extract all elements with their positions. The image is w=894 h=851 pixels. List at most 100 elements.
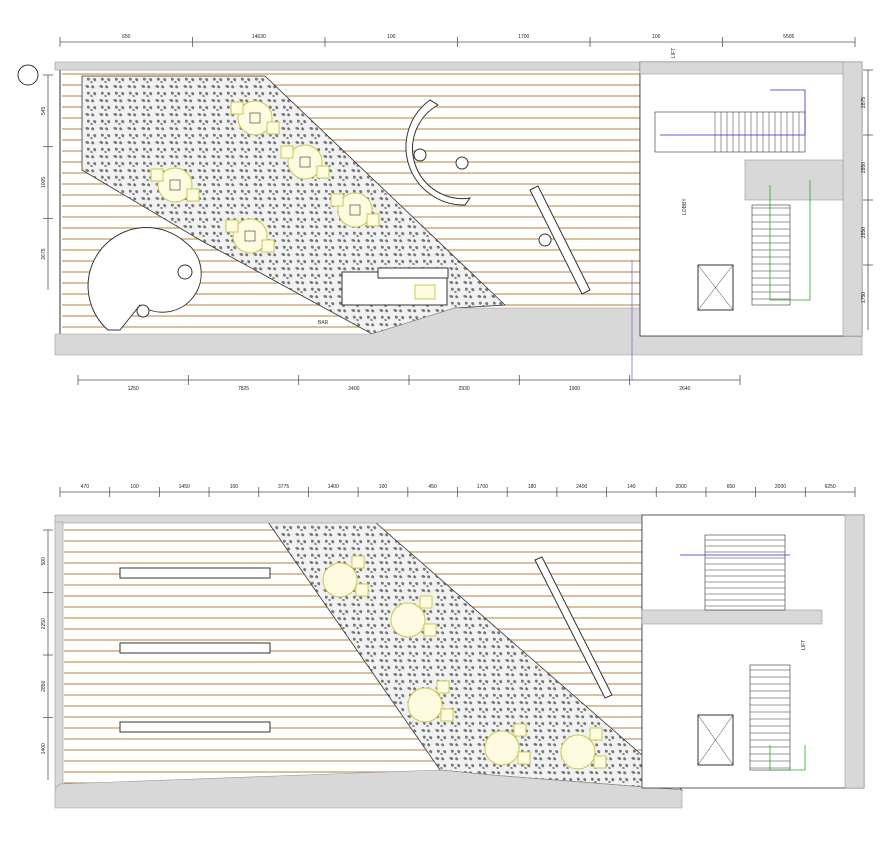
stair-arrow-green (769, 180, 811, 301)
dimension-label: 5505 (783, 34, 794, 40)
dimension-label: 2675 (41, 248, 47, 259)
table (157, 167, 193, 203)
table (322, 562, 358, 598)
dimension-label: 7825 (238, 386, 249, 392)
dimension-label: 100 (379, 484, 388, 490)
dimension-label: 650 (122, 34, 131, 40)
dimension-label: 140 (627, 484, 636, 490)
core-wall-right (844, 514, 865, 789)
stair-flight (704, 534, 786, 611)
bar-label: BAR (318, 320, 329, 326)
stair-flight (654, 111, 806, 153)
table-base (249, 112, 261, 124)
chair (280, 145, 294, 159)
table-base (169, 179, 181, 191)
dimension-label: 450 (428, 484, 437, 490)
dimension-label: 500 (41, 557, 47, 566)
dimension-label: 1400 (41, 743, 47, 754)
dimension-label: 2400 (348, 386, 359, 392)
dining-tables (322, 555, 607, 770)
dimension-label: 1400 (328, 484, 339, 490)
dimension-label: 2400 (576, 484, 587, 490)
dimension-label: 6250 (825, 484, 836, 490)
stair-treads (714, 112, 800, 152)
stool (136, 304, 150, 318)
chair (261, 239, 275, 253)
bar-fixture (414, 284, 436, 300)
stair-arrow-green (769, 745, 806, 771)
chair (330, 193, 344, 207)
chair (225, 219, 239, 233)
dimension-label: 2000 (676, 484, 687, 490)
lobby-label: LOBBY (682, 198, 688, 215)
stair-flight-2 (751, 204, 791, 306)
dimension-label: 1700 (477, 484, 488, 490)
curved-bench-2 (405, 99, 472, 206)
table (407, 687, 443, 723)
chair (355, 583, 369, 597)
stool (177, 264, 193, 280)
dimension-label: 2640 (679, 386, 690, 392)
table (390, 602, 426, 638)
table-base (244, 230, 256, 242)
dimension-label: 100 (387, 34, 396, 40)
core-wall-mid (744, 159, 844, 201)
table (232, 218, 268, 254)
table-base (299, 156, 311, 168)
dimension-label: 470 (81, 484, 90, 490)
stool (413, 148, 427, 162)
table (287, 144, 323, 180)
stair-treads-2 (750, 669, 790, 769)
lower-top-wall (54, 514, 646, 524)
dimension-label: 2875 (861, 97, 867, 108)
dimension-label: 2930 (459, 386, 470, 392)
chair (513, 723, 527, 737)
stool (455, 156, 469, 170)
dimension-label: 1005 (41, 177, 47, 188)
dimension-label: 650 (727, 484, 736, 490)
chair (266, 121, 280, 135)
dimension-label: 100 (230, 484, 239, 490)
dimension-label: 180 (528, 484, 537, 490)
upper-top-wall (54, 61, 641, 71)
lower-bottom-wall (54, 769, 683, 809)
dimension-label: 1750 (861, 292, 867, 303)
core-wall-right (842, 61, 863, 337)
lower-left-wall (54, 521, 64, 788)
bench-1 (119, 567, 271, 579)
chair (186, 188, 200, 202)
table (337, 192, 373, 228)
chair (419, 595, 433, 609)
chair (423, 623, 437, 637)
chair (593, 755, 607, 769)
dimension-label: 100 (652, 34, 661, 40)
table (560, 734, 596, 770)
lift-label: LIFT (801, 640, 807, 650)
table (237, 100, 273, 136)
diagonal-counter (534, 556, 613, 699)
dimension-label: 2250 (41, 618, 47, 629)
dimension-label: 545 (41, 106, 47, 115)
stool (538, 233, 552, 247)
chair (230, 101, 244, 115)
dimension-label: 2850 (861, 162, 867, 173)
table (484, 730, 520, 766)
chair (517, 751, 531, 765)
chair (589, 727, 603, 741)
dimension-label: 14630 (252, 34, 266, 40)
bench-3 (119, 721, 271, 733)
core-wall-mid (641, 609, 823, 625)
table-base (349, 204, 361, 216)
chair (366, 213, 380, 227)
dimension-label: 2850 (861, 227, 867, 238)
stair-treads-2 (752, 207, 790, 300)
dimension-label: 2000 (775, 484, 786, 490)
diagonal-counter (529, 185, 591, 295)
chair (150, 168, 164, 182)
chair (436, 680, 450, 694)
